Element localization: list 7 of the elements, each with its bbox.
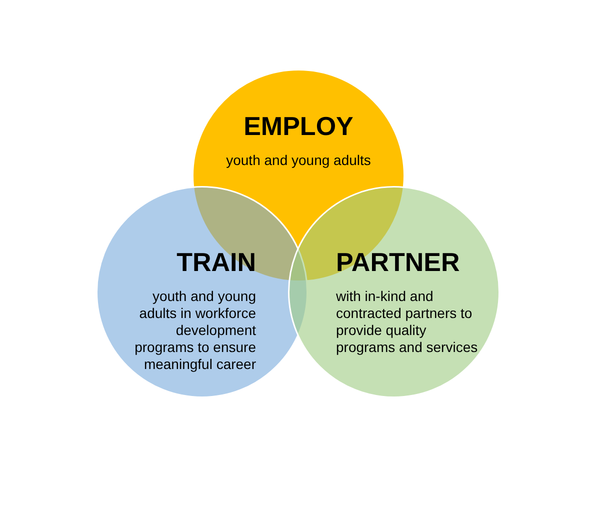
description: youth and young adults — [225, 152, 372, 169]
heading: EMPLOY — [242, 111, 354, 141]
heading: PARTNER — [336, 247, 461, 277]
description: youth and young adults in workforce development programs to ensure meaningful career — [134, 288, 256, 373]
venn-circle — [288, 186, 500, 398]
heading: TRAIN — [176, 247, 256, 277]
description: with in-kind and contracted partners to provide quality programs and services — [336, 288, 479, 356]
